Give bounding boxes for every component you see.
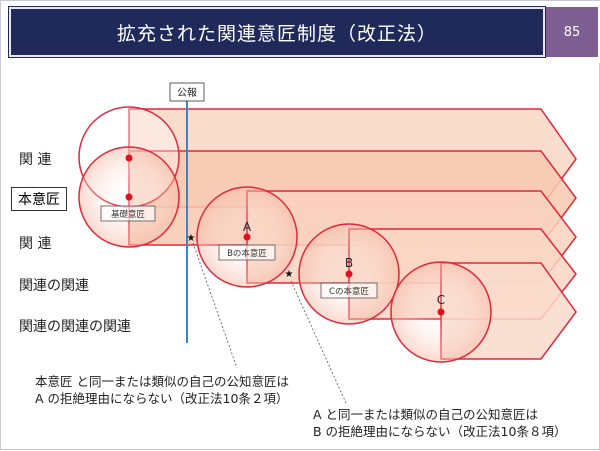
dot-related-1	[125, 154, 133, 162]
note-2-line-1: A と同一または類似の自己の公知意匠は	[313, 407, 539, 422]
note-2: A と同一または類似の自己の公知意匠は B の拒絶理由にならない（改正法10条８…	[313, 406, 566, 440]
row-label-related-of-related: 関連の関連	[19, 278, 89, 294]
row-label-related-1: 関 連	[19, 152, 52, 168]
base-design-label: 基礎意匠	[111, 209, 145, 220]
gazette-label-box	[169, 82, 205, 102]
note-1-line-1: 本意匠 と同一または類似の自己の公知意匠は	[35, 374, 289, 389]
a-main-label: Bの本意匠	[227, 248, 267, 259]
title-bar: 拡充された関連意匠制度（改正法）	[8, 6, 546, 58]
dot-c	[437, 308, 445, 316]
row-label-related-2: 関 連	[19, 236, 52, 252]
star-marker-1: ★	[187, 233, 196, 244]
page-number: 85	[563, 24, 581, 40]
node-c-label: C	[437, 293, 445, 307]
slide-title: 拡充された関連意匠制度（改正法）	[116, 22, 437, 45]
node-a-label: A	[243, 220, 252, 234]
dot-a	[243, 233, 251, 241]
star-marker-2: ★	[285, 269, 294, 280]
a-main-box	[218, 244, 276, 261]
note-2-line-2: B の拒絶理由にならない（改正法10条８項）	[313, 424, 567, 439]
dot-b	[345, 270, 353, 278]
base-design-box	[100, 205, 156, 222]
node-b-label: B	[345, 256, 353, 270]
b-main-label: Cの本意匠	[329, 286, 369, 297]
note-1-line-2: A の拒絶理由にならない（改正法10条２項）	[35, 391, 289, 406]
page-number-box: 85	[546, 7, 598, 57]
slide-header: 拡充された関連意匠制度（改正法） 85	[1, 1, 600, 63]
note-1: 本意匠 と同一または類似の自己の公知意匠は A の拒絶理由にならない（改正法10…	[35, 373, 289, 407]
gazette-label: 公報	[177, 87, 197, 99]
dot-main-design	[125, 193, 133, 201]
row-label-related-of-related-of-related: 関連の関連の関連	[19, 319, 131, 335]
b-main-box	[320, 282, 378, 299]
row-label-main-design: 本意匠	[11, 187, 67, 211]
